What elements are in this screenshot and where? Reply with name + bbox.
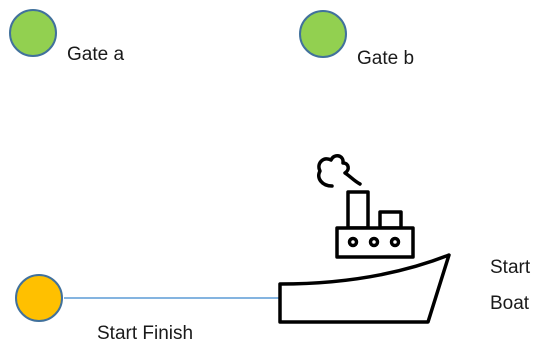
start-finish-buoy — [16, 275, 62, 321]
start-finish-label: Start Finish — [97, 323, 193, 345]
gate-a-label: Gate a — [67, 44, 124, 66]
gate-a-buoy — [10, 10, 56, 56]
gate-b-buoy — [300, 11, 346, 57]
start-boat-label-line1: Start — [490, 250, 530, 286]
gate-b-label: Gate b — [357, 48, 414, 70]
start-boat-label-line2: Boat — [490, 286, 530, 322]
start-boat-label: Start Boat — [490, 250, 530, 322]
steamboat-icon — [280, 156, 449, 322]
